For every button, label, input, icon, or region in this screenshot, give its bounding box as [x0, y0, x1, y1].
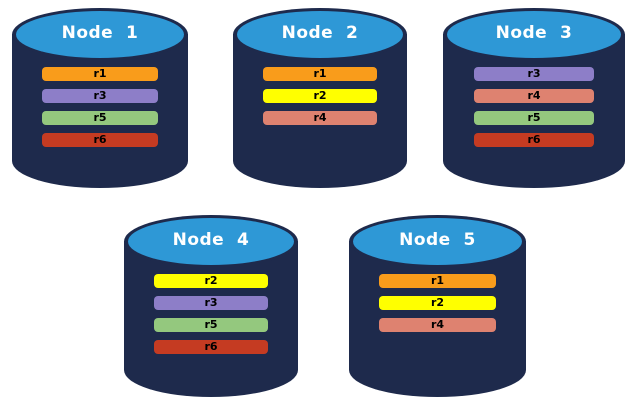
replica-bar: r3 [41, 89, 159, 103]
node-cylinder-3: Node 3 r3 r4 r5 r6 [443, 8, 625, 188]
replica-bar: r3 [153, 296, 269, 310]
node-cylinder-4: Node 4 r2 r3 r5 r6 [124, 215, 298, 397]
replica-bar: r5 [473, 111, 595, 125]
replica-bar: r1 [379, 274, 496, 288]
replica-list: r2 r3 r5 r6 [124, 274, 298, 354]
node-label: Node 5 [399, 230, 476, 250]
replica-bar: r3 [473, 67, 595, 81]
replica-bar: r4 [379, 318, 496, 332]
replica-bar: r2 [262, 89, 378, 103]
cylinder-top-ellipse [353, 218, 522, 265]
cylinder-top-ellipse [447, 11, 621, 58]
replica-bar: r5 [41, 111, 159, 125]
cylinder-top-ellipse [16, 11, 184, 58]
node-cylinder-5: Node 5 r1 r2 r4 [349, 215, 526, 397]
node-label: Node 2 [281, 23, 359, 43]
node-cylinder-2: Node 2 r1 r2 r4 [233, 8, 407, 188]
cylinder-top-ellipse [237, 11, 403, 58]
replica-bar: r6 [473, 133, 595, 147]
replica-list: r3 r4 r5 r6 [443, 67, 625, 147]
replica-bar: r2 [153, 274, 269, 288]
node-label: Node 3 [495, 23, 573, 43]
replica-list: r1 r2 r4 [233, 67, 407, 125]
replica-bar: r5 [153, 318, 269, 332]
replica-bar: r1 [262, 67, 378, 81]
replica-list: r1 r2 r4 [349, 274, 526, 332]
replica-bar: r6 [153, 340, 269, 354]
cylinder-top-ellipse [128, 218, 294, 265]
node-cylinder-1: Node 1 r1 r3 r5 r6 [12, 8, 188, 188]
replica-bar: r6 [41, 133, 159, 147]
node-label: Node 4 [172, 230, 250, 250]
node-label: Node 1 [61, 23, 139, 43]
replica-bar: r4 [262, 111, 378, 125]
replica-bar: r4 [473, 89, 595, 103]
replica-list: r1 r3 r5 r6 [12, 67, 188, 147]
replica-bar: r2 [379, 296, 496, 310]
replica-bar: r1 [41, 67, 159, 81]
